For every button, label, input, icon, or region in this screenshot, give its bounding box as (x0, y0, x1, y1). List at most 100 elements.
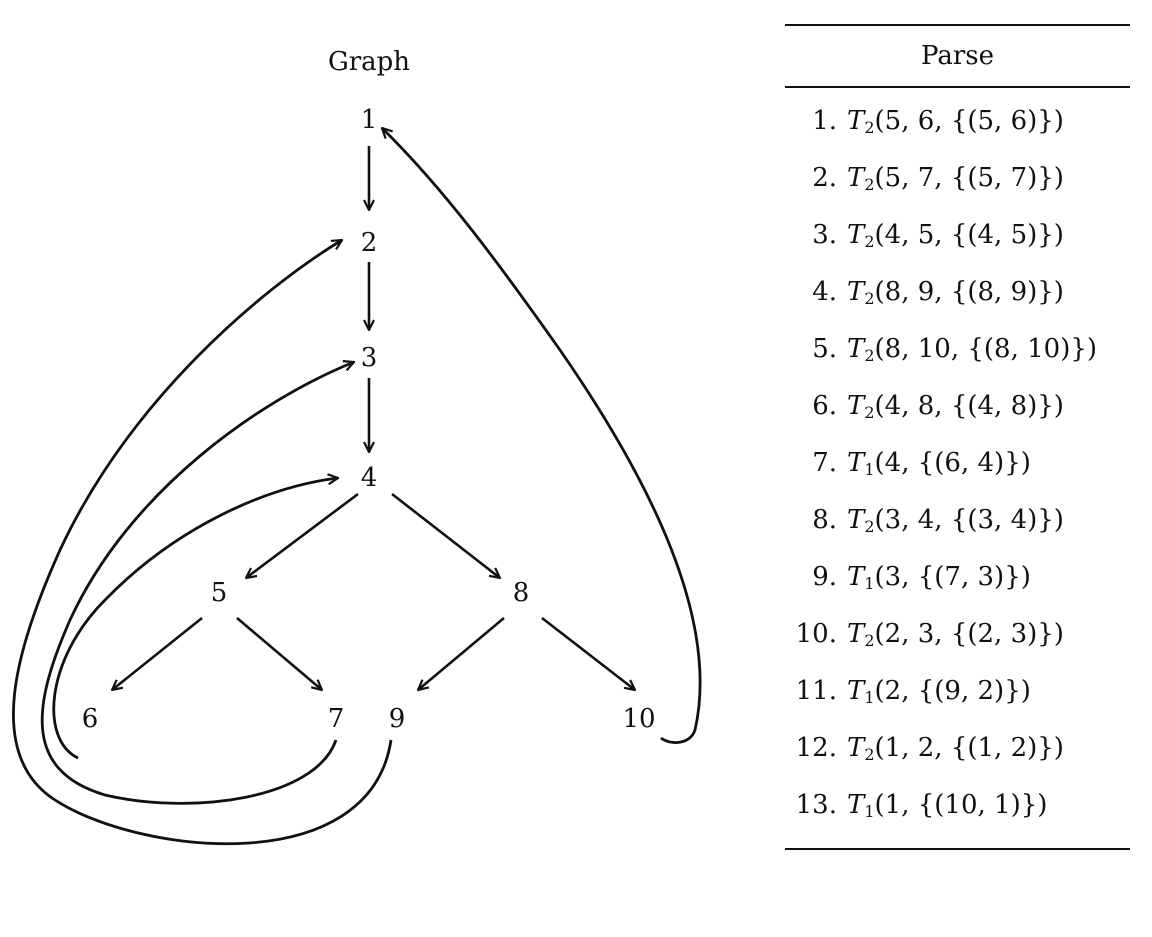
parse-term-symbol: T (847, 277, 865, 307)
parse-term-subscript: 2 (864, 289, 875, 308)
parse-row: 13.T1(1, {(10, 1)}) (785, 777, 1130, 834)
parse-term-subscript: 1 (864, 460, 875, 479)
parse-header: Parse (921, 41, 994, 71)
edge-5-7 (236, 617, 322, 690)
graph-node-6: 6 (82, 704, 99, 734)
parse-term-args: (5, 6, {(5, 6)}) (874, 106, 1064, 136)
parse-term-symbol: T (847, 562, 865, 592)
graph-node-10: 10 (622, 704, 655, 734)
parse-term-subscript: 2 (864, 118, 875, 137)
parse-row-number: 4. (812, 277, 837, 307)
parse-expression: T2(4, 5, {(4, 5)}) (847, 220, 1064, 250)
parse-expression: T2(5, 6, {(5, 6)}) (847, 106, 1064, 136)
parse-rows: 1.T2(5, 6, {(5, 6)})2.T2(5, 7, {(5, 7)})… (785, 88, 1130, 834)
parse-term-symbol: T (847, 334, 865, 364)
graph-diagram: Graph 1 2 3 4 5 8 6 7 9 10 (12, 47, 702, 846)
parse-row-number: 10. (795, 619, 837, 649)
parse-term-subscript: 2 (864, 175, 875, 194)
parse-row: 4. T2(8, 9, {(8, 9)}) (785, 264, 1130, 321)
parse-term-symbol: T (847, 163, 865, 193)
edge-5-6 (112, 616, 203, 690)
graph-node-9: 9 (389, 704, 406, 734)
parse-row: 3. T2(4, 5, {(4, 5)}) (785, 207, 1130, 264)
graph-node-5: 5 (211, 578, 228, 608)
parse-term-args: (3, {(7, 3)}) (874, 562, 1031, 592)
parse-row: 11. T1(2, {(9, 2)}) (785, 663, 1130, 720)
parse-expression: T1(4, {(6, 4)}) (847, 448, 1031, 478)
parse-expression: T2(2, 3, {(2, 3)}) (847, 619, 1064, 649)
parse-term-subscript: 2 (864, 517, 875, 536)
edge-4-5 (246, 492, 359, 578)
parse-expression: T2(5, 7, {(5, 7)}) (847, 163, 1064, 193)
parse-expression: T1(3, {(7, 3)}) (847, 562, 1031, 592)
parse-row-number: 3. (812, 220, 837, 250)
parse-term-args: (4, 5, {(4, 5)}) (874, 220, 1064, 250)
parse-term-subscript: 2 (864, 232, 875, 251)
parse-term-subscript: 2 (864, 745, 875, 764)
parse-row-number: 6. (812, 391, 837, 421)
graph-title: Graph (328, 47, 410, 77)
parse-term-args: (2, {(9, 2)}) (874, 676, 1031, 706)
edge-back-9-2 (12, 240, 393, 846)
edge-back-10-1 (382, 128, 702, 744)
table-rule-bottom (785, 848, 1130, 850)
parse-row-number: 9. (812, 562, 837, 592)
parse-row-number: 5. (812, 334, 837, 364)
parse-term-args: (8, 9, {(8, 9)}) (874, 277, 1064, 307)
parse-term-subscript: 1 (864, 688, 875, 707)
graph-node-7: 7 (328, 704, 345, 734)
parse-row-number: 1. (812, 106, 837, 136)
parse-row-number: 11. (795, 676, 837, 706)
parse-row-number: 8. (812, 505, 837, 535)
parse-term-symbol: T (847, 619, 865, 649)
graph-node-2: 2 (361, 228, 378, 258)
parse-row: 8. T2(3, 4, {(3, 4)}) (785, 492, 1130, 549)
parse-row: 10. T2(2, 3, {(2, 3)}) (785, 606, 1130, 663)
parse-row: 12.T2(1, 2, {(1, 2)}) (785, 720, 1130, 777)
parse-row: 9. T1(3, {(7, 3)}) (785, 549, 1130, 606)
parse-expression: T2(1, 2, {(1, 2)}) (847, 733, 1064, 763)
parse-term-subscript: 2 (864, 631, 875, 650)
parse-term-args: (8, 10, {(8, 10)}) (874, 334, 1098, 364)
parse-term-subscript: 1 (864, 802, 875, 821)
parse-term-symbol: T (847, 106, 865, 136)
edge-4-8 (391, 492, 500, 578)
parse-expression: T2(8, 10, {(8, 10)}) (847, 334, 1097, 364)
parse-row-number: 2. (812, 163, 837, 193)
edge-back-7-3 (40, 362, 354, 805)
parse-row: 7.T1(4, {(6, 4)}) (785, 435, 1130, 492)
parse-expression: T1(1, {(10, 1)}) (847, 790, 1047, 820)
parse-term-symbol: T (847, 733, 865, 763)
parse-term-args: (4, 8, {(4, 8)}) (874, 391, 1064, 421)
parse-term-args: (4, {(6, 4)}) (874, 448, 1031, 478)
parse-row: 6.T2(4, 8, {(4, 8)}) (785, 378, 1130, 435)
graph-node-4: 4 (361, 463, 378, 493)
edge-8-9 (418, 617, 505, 690)
parse-term-symbol: T (847, 676, 865, 706)
parse-term-symbol: T (847, 220, 865, 250)
parse-table: Parse 1.T2(5, 6, {(5, 6)})2.T2(5, 7, {(5… (785, 24, 1130, 850)
table-rule-header (785, 86, 1130, 88)
parse-expression: T2(3, 4, {(3, 4)}) (847, 505, 1064, 535)
graph-node-1: 1 (361, 105, 378, 135)
parse-term-subscript: 1 (864, 574, 875, 593)
parse-term-symbol: T (847, 448, 865, 478)
parse-term-args: (2, 3, {(2, 3)}) (874, 619, 1064, 649)
parse-row: 1. T2(5, 6, {(5, 6)}) (785, 93, 1130, 150)
parse-row: 2. T2(5, 7, {(5, 7)}) (785, 150, 1130, 207)
graph-node-3: 3 (361, 343, 378, 373)
graph-node-8: 8 (513, 578, 530, 608)
edge-8-10 (541, 616, 635, 690)
parse-expression: T1(2, {(9, 2)}) (847, 676, 1031, 706)
table-rule-top (785, 24, 1130, 26)
parse-term-args: (1, 2, {(1, 2)}) (874, 733, 1064, 763)
parse-term-subscript: 2 (864, 346, 875, 365)
parse-term-symbol: T (847, 505, 865, 535)
edge-back-6-4 (52, 478, 338, 760)
parse-term-args: (3, 4, {(3, 4)}) (874, 505, 1064, 535)
parse-term-subscript: 2 (864, 403, 875, 422)
parse-row: 5. T2(8, 10, {(8, 10)}) (785, 321, 1130, 378)
parse-term-args: (5, 7, {(5, 7)}) (874, 163, 1064, 193)
parse-expression: T2(8, 9, {(8, 9)}) (847, 277, 1064, 307)
parse-term-args: (1, {(10, 1)}) (874, 790, 1048, 820)
